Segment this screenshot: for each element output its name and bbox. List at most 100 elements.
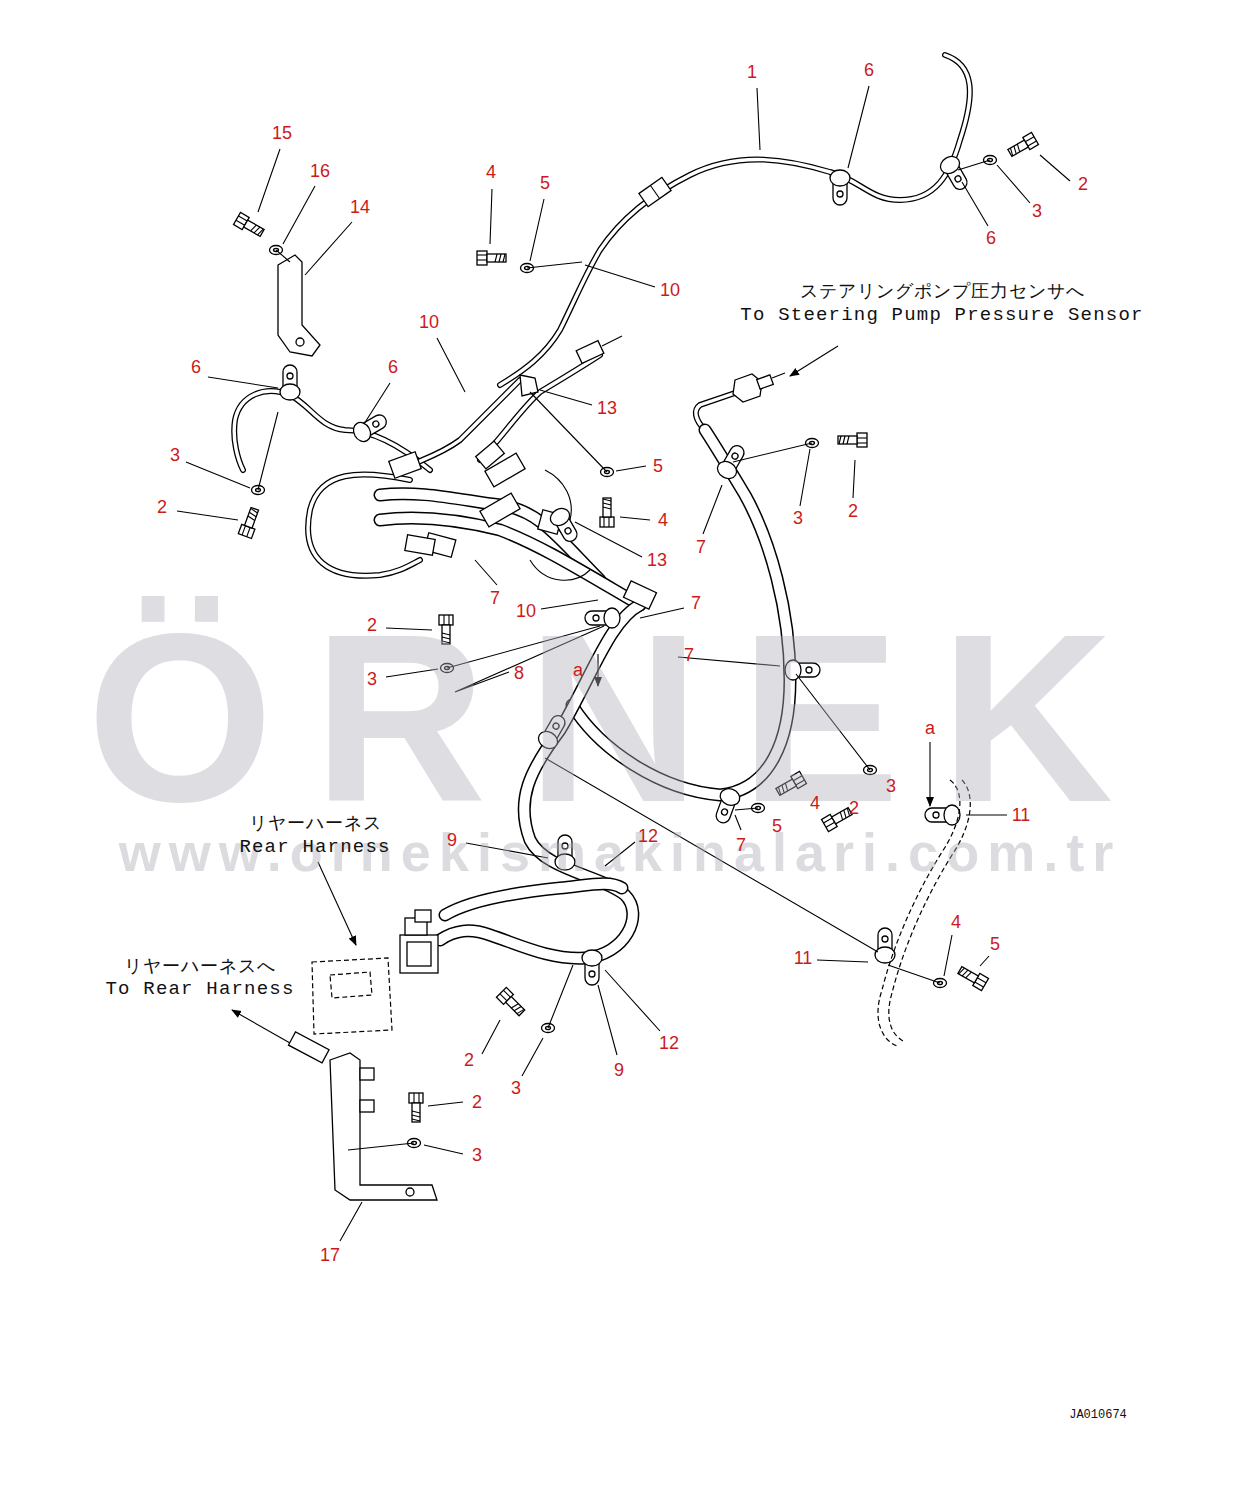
callout-number: 13 [647, 550, 667, 571]
callout-number: 6 [191, 357, 201, 378]
callout-number: 9 [614, 1060, 624, 1081]
pressure-sensor [772, 373, 785, 378]
callout-number: 7 [736, 835, 746, 856]
connector [480, 493, 520, 527]
clamp [547, 505, 582, 545]
callout-number: 4 [658, 510, 668, 531]
bracket [278, 255, 320, 356]
clamp [714, 442, 749, 482]
callout-number: 5 [540, 173, 550, 194]
bolt [1006, 132, 1038, 159]
callout-number: 12 [638, 826, 658, 847]
callout-number: 5 [772, 816, 782, 837]
bracket [360, 1068, 374, 1080]
pointer-arrow [790, 346, 838, 376]
callout-number: 2 [157, 497, 167, 518]
callout-number: 3 [793, 508, 803, 529]
annotation-text: To Steering Pump Pressure Sensor [740, 305, 1143, 327]
callout-number: 11 [1012, 805, 1031, 826]
callout-number: 3 [1032, 201, 1042, 222]
connector [407, 942, 431, 966]
harness-tube [445, 884, 622, 915]
bracket [360, 1100, 374, 1112]
callout-number: a [573, 660, 583, 681]
callout-number: 12 [659, 1033, 679, 1054]
callout-number: 15 [272, 123, 292, 144]
callout-number: 4 [486, 162, 496, 183]
callout-number: 9 [447, 830, 457, 851]
connector [602, 336, 622, 346]
bracket [296, 338, 304, 346]
pointer-arrow [232, 1010, 290, 1043]
bolt [600, 498, 614, 527]
harness-wire [400, 380, 520, 470]
pressure-sensor [733, 374, 762, 402]
connector [405, 535, 435, 556]
clamp [582, 950, 602, 985]
callout-number: 2 [1078, 174, 1088, 195]
callout-number: 3 [170, 445, 180, 466]
callout-number: 3 [511, 1078, 521, 1099]
bolt [838, 433, 867, 447]
callout-number: 8 [514, 663, 524, 684]
annotation-text: Rear Harness [239, 837, 390, 859]
clamp [830, 170, 850, 205]
bolt [496, 987, 526, 1017]
bolt [956, 964, 988, 991]
callout-number: 11 [794, 948, 813, 969]
callout-number: 6 [986, 228, 996, 249]
annotation-text-ja: リヤーハーネスへ [124, 956, 276, 977]
callout-number: 7 [696, 537, 706, 558]
annotation-text-ja: リヤーハーネス [249, 813, 382, 834]
callout-number: 5 [990, 934, 1000, 955]
connector [485, 453, 525, 487]
callout-number: 7 [691, 593, 701, 614]
connector [650, 185, 659, 198]
callout-number: 4 [951, 912, 961, 933]
clamp [280, 365, 300, 400]
callout-number: 10 [516, 601, 536, 622]
annotation-text: To Rear Harness [105, 979, 294, 1001]
harness-wire [480, 355, 600, 460]
callout-number: 2 [472, 1092, 482, 1113]
callout-number: 2 [367, 615, 377, 636]
bolt [477, 251, 506, 265]
callout-number: 7 [684, 645, 694, 666]
harness-wire [480, 355, 600, 460]
pressure-sensor [757, 375, 774, 389]
drawing-code: JA010674 [1069, 1409, 1127, 1423]
callout-number: 7 [490, 588, 500, 609]
connector [530, 560, 590, 580]
callout-number: 10 [419, 312, 439, 333]
callout-number: 1 [747, 62, 757, 83]
harness-tube [445, 884, 622, 915]
callout-number: 3 [367, 669, 377, 690]
bolt [234, 212, 266, 239]
callout-number: 2 [848, 501, 858, 522]
callout-number: 3 [472, 1145, 482, 1166]
callout-number: 14 [350, 197, 370, 218]
callout-number: 17 [320, 1245, 340, 1266]
harness-wire [400, 380, 520, 470]
connector [400, 935, 438, 973]
bolt [238, 506, 261, 538]
harness-wire [500, 55, 970, 385]
harness-wire [500, 55, 970, 385]
connector [639, 177, 671, 206]
connector [415, 910, 431, 922]
connector [389, 452, 421, 478]
bracket [406, 1188, 414, 1196]
bracket [330, 1053, 437, 1200]
callout-number: 6 [864, 60, 874, 81]
callout-number: 2 [849, 798, 859, 819]
pointer-arrow [288, 1032, 329, 1063]
callout-number: 2 [464, 1050, 474, 1071]
annotation-text-ja: ステアリングポンプ圧力センサへ [800, 281, 1085, 302]
callout-number: 5 [653, 456, 663, 477]
bracket [520, 375, 538, 396]
bolt [409, 1093, 423, 1122]
phantom-part [330, 972, 372, 998]
callout-number: 10 [660, 280, 680, 301]
callout-number: 3 [886, 776, 896, 797]
